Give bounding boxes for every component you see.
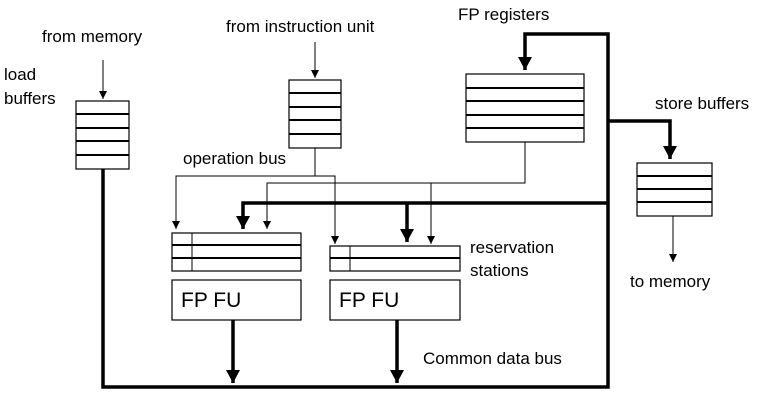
from-memory-label: from memory [42, 27, 143, 46]
fp-fu-2-label: FP FU [339, 289, 399, 312]
store-buffers-label: store buffers [655, 94, 749, 113]
reservation-label: reservation [470, 238, 554, 257]
load-buffers [75, 100, 130, 170]
stations-label: stations [470, 261, 529, 280]
instruction-queue [288, 79, 342, 149]
fp-fu-2: FP FU [329, 279, 461, 321]
buffers-label: buffers [4, 89, 56, 108]
reservation-station-1 [171, 232, 302, 272]
from-instruction-unit-label: from instruction unit [226, 17, 375, 36]
fp-fu-1-label: FP FU [181, 289, 241, 312]
register-operand-bus [263, 142, 526, 244]
common-data-bus [101, 32, 677, 389]
fp-registers-label: FP registers [458, 5, 549, 24]
fp-registers [465, 73, 585, 143]
reservation-station-2 [329, 245, 461, 272]
fp-fu-1: FP FU [171, 279, 302, 321]
store-buffers [636, 162, 713, 217]
operation-bus-label: operation bus [183, 149, 286, 168]
common-data-bus-label: Common data bus [423, 349, 562, 368]
to-memory-label: to memory [630, 272, 711, 291]
operation-bus [172, 148, 339, 244]
load-label: load [4, 65, 36, 84]
